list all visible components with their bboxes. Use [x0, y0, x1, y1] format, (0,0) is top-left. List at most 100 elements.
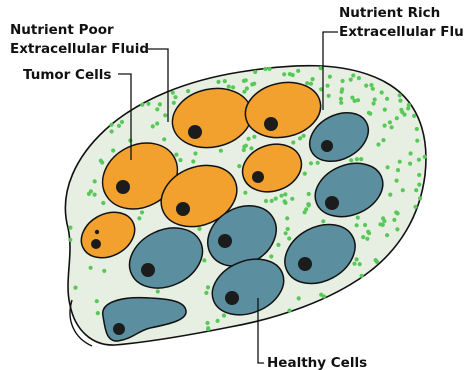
nutrient-dot — [400, 110, 404, 114]
nutrient-dot — [269, 254, 273, 258]
nutrient-dot — [296, 69, 300, 73]
nutrient-dot — [93, 179, 97, 183]
label-nutrient-rich-line1: Nutrient Rich — [339, 5, 440, 21]
nutrient-dot — [382, 219, 386, 223]
nutrient-dot — [222, 313, 226, 317]
nutrient-dot — [305, 81, 309, 85]
nutrient-dot — [89, 266, 93, 270]
nutrient-dot — [96, 311, 100, 315]
nutrient-dot — [321, 219, 325, 223]
nutrient-dot — [395, 116, 399, 120]
nutrient-dot — [288, 309, 292, 313]
nutrient-dot — [340, 90, 344, 94]
nutrient-dot — [274, 197, 278, 201]
nutrient-dot — [242, 79, 246, 83]
nutrient-dot — [279, 194, 283, 198]
nutrient-dot — [237, 164, 241, 168]
nutrient-dot — [401, 188, 405, 192]
nutrient-dot — [395, 179, 399, 183]
nutrient-dot — [352, 262, 356, 266]
nutrient-dot — [243, 191, 247, 195]
nutrient-dot — [174, 153, 178, 157]
nutrient-dot — [406, 106, 410, 110]
nutrient-dot — [263, 67, 267, 71]
nutrient-dot — [173, 95, 177, 99]
nutrient-dot — [231, 85, 235, 89]
nutrient-dot — [396, 211, 400, 215]
nutrient-dot — [291, 140, 295, 144]
nutrient-dot — [186, 89, 190, 93]
nutrient-dot — [205, 321, 209, 325]
label-nutrient-poor-line1: Nutrient Poor — [10, 22, 114, 38]
nutrient-dot — [219, 149, 223, 153]
nutrient-dot — [297, 296, 301, 300]
nutrient-dot — [291, 73, 295, 77]
nutrient-dot — [307, 192, 311, 196]
nutrient-dot — [93, 193, 97, 197]
nutrient-dot — [417, 173, 421, 177]
nutrient-dot — [395, 227, 399, 231]
nutrient-dot — [409, 151, 413, 155]
nutrient-dot — [283, 199, 287, 203]
nutrient-dot — [137, 216, 141, 220]
nutrient-dot — [197, 227, 201, 231]
nutrient-dot — [101, 201, 105, 205]
nutrient-dot — [398, 99, 402, 103]
nutrient-dot — [364, 84, 368, 88]
nutrient-dot — [365, 237, 369, 241]
nutrient-dot — [316, 161, 320, 165]
label-nutrient-rich-line2: Extracellular Fluid — [339, 24, 464, 40]
nutrient-dot — [128, 138, 132, 142]
nutrient-dot — [358, 262, 362, 266]
nutrient-dot — [326, 84, 330, 88]
nutrient-dot — [339, 97, 343, 101]
nutrient-dot — [408, 162, 412, 166]
label-healthy-cells: Healthy Cells — [267, 355, 367, 370]
nutrient-dot — [117, 124, 121, 128]
nutrient-dot — [95, 299, 99, 303]
nutrient-dot — [339, 101, 343, 105]
nutrient-dot — [111, 148, 115, 152]
nutrient-dot — [68, 238, 72, 242]
nutrient-dot — [414, 188, 418, 192]
nutrient-dot — [282, 72, 286, 76]
nutrient-dot — [351, 73, 355, 77]
nutrient-dot — [155, 121, 159, 125]
nutrient-dot — [302, 134, 306, 138]
nutrient-dot — [191, 159, 195, 163]
nutrient-dot — [270, 199, 274, 203]
nutrient-dot — [290, 197, 294, 201]
nutrient-dot — [357, 76, 361, 80]
nutrient-dot — [206, 285, 210, 289]
nutrient-dot — [307, 203, 311, 207]
nutrient-dot — [398, 160, 402, 164]
nutrient-dot — [285, 216, 289, 220]
nutrient-dot — [371, 87, 375, 91]
nutrient-dot — [178, 158, 182, 162]
nutrient-dot — [206, 327, 210, 331]
nutrient-dot — [99, 159, 103, 163]
nutrient-dot — [380, 90, 384, 94]
nutrient-dot — [366, 230, 370, 234]
nutrient-dot — [268, 67, 272, 71]
nutrient-dot — [242, 90, 246, 94]
nutrient-dot — [369, 83, 373, 87]
nutrient-dot — [286, 227, 290, 231]
nutrient-dot — [264, 199, 268, 203]
nutrient-dot — [120, 120, 124, 124]
nutrient-dot — [356, 216, 360, 220]
nutrient-dot — [283, 192, 287, 196]
nutrient-dot — [172, 101, 176, 105]
nutrient-dot — [396, 168, 400, 172]
nutrient-dot — [202, 258, 206, 262]
nutrient-dot — [398, 93, 402, 97]
nutrient-dot — [376, 142, 380, 146]
nutrient-dot — [110, 129, 114, 133]
nutrient-dot — [311, 77, 315, 81]
nutrient-dot — [73, 286, 77, 290]
nutrient-dot — [216, 80, 220, 84]
nutrient-dot — [140, 210, 144, 214]
nutrient-dot — [381, 223, 385, 227]
nutrient-dot — [361, 235, 365, 239]
label-tumor-cells: Tumor Cells — [23, 67, 111, 83]
